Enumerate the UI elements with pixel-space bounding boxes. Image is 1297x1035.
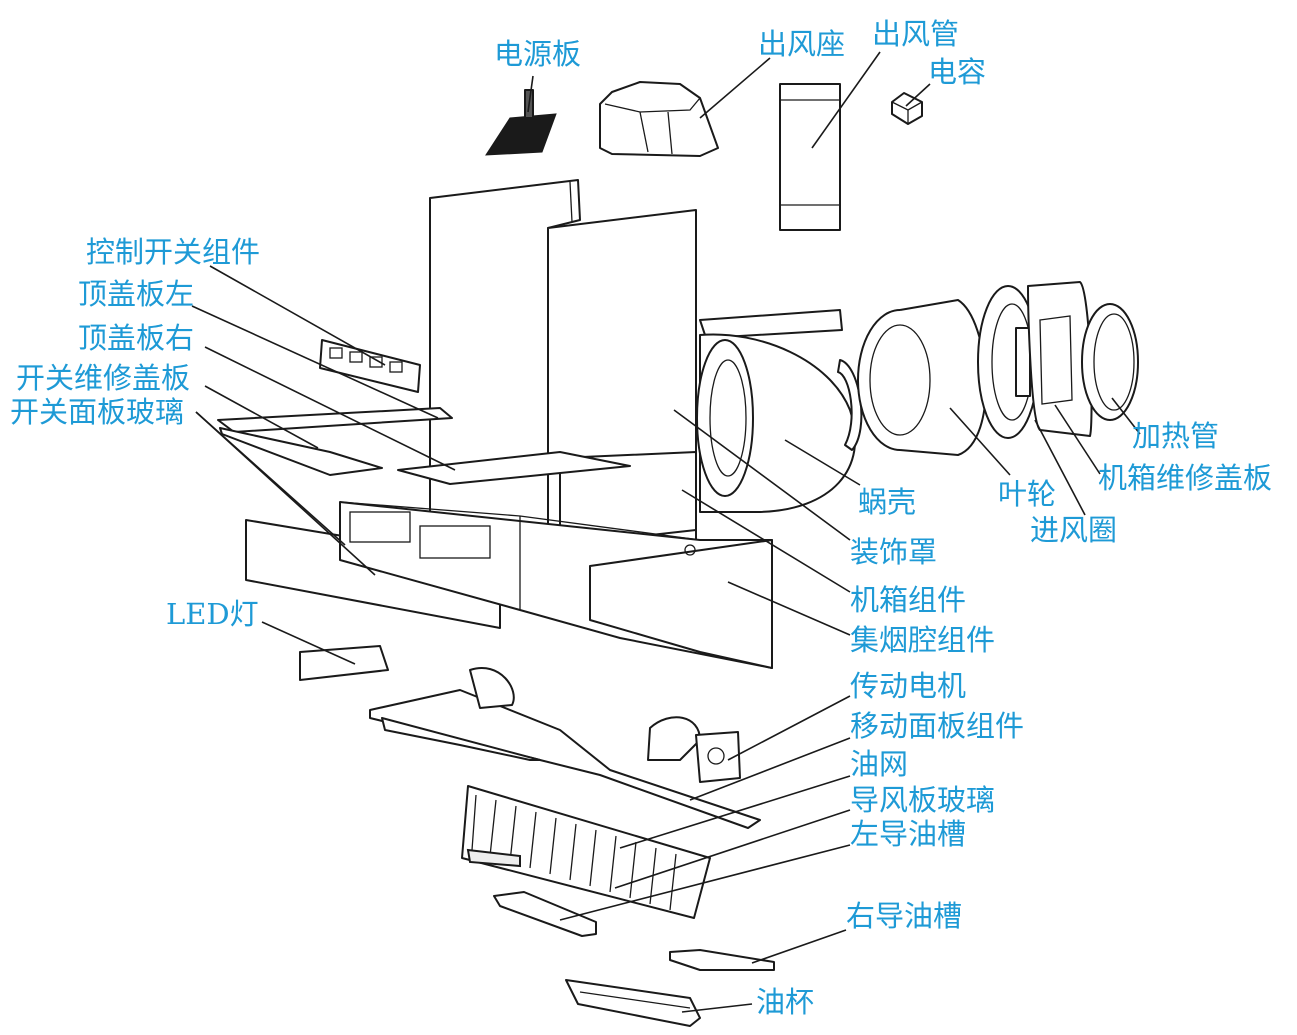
label-power-board: 电源板	[494, 37, 582, 71]
label-heating-tube: 加热管	[1132, 419, 1220, 453]
label-control-switch-assembly: 控制开关组件	[86, 235, 261, 269]
leader-heating-tube	[1111, 397, 1141, 435]
leader-led-light	[261, 621, 356, 665]
label-drive-motor: 传动电机	[850, 669, 967, 703]
leader-decorative-cover	[673, 409, 851, 541]
label-switch-panel-glass: 开关面板玻璃	[10, 395, 185, 429]
cabinet-service-cover-part	[1027, 281, 1093, 437]
label-inlet-ring: 进风圈	[1030, 513, 1118, 547]
leader-deflector-glass	[614, 809, 851, 889]
leader-oil-cup	[681, 1003, 753, 1013]
label-moving-panel-assembly: 移动面板组件	[850, 709, 1025, 743]
led-light-part	[299, 645, 389, 681]
label-volute: 蜗壳	[858, 485, 917, 519]
label-cabinet-assembly: 机箱组件	[850, 583, 967, 617]
leader-capacitor	[905, 83, 931, 107]
power-board-part	[485, 89, 557, 156]
oil-cup-part	[565, 979, 701, 1027]
switch-panel-glass-part	[219, 427, 383, 476]
outlet-pipe-part	[779, 83, 841, 231]
label-smoke-chamber-assembly: 集烟腔组件	[850, 623, 996, 657]
leader-drive-motor	[727, 695, 851, 761]
volute-part	[696, 309, 863, 513]
oil-filter-part	[461, 785, 711, 919]
label-deflector-glass: 导风板玻璃	[850, 783, 996, 817]
leader-inlet-ring	[1034, 419, 1086, 516]
label-top-cover-left: 顶盖板左	[78, 277, 195, 311]
leader-top-cover-right	[204, 346, 456, 471]
impeller-part	[857, 299, 987, 456]
right-oil-channel-part	[669, 949, 775, 971]
leader-moving-panel	[689, 737, 851, 801]
leader-volute	[784, 439, 861, 486]
drive-motor-part	[695, 731, 741, 783]
capacitor-part	[891, 92, 923, 125]
outlet-seat-part	[599, 81, 719, 157]
top-cover-right-part	[397, 451, 631, 485]
label-oil-filter: 油网	[850, 747, 909, 781]
leader-left-oil-channel	[559, 844, 851, 921]
label-impeller: 叶轮	[998, 477, 1057, 511]
leader-switch-service-cover	[204, 385, 319, 449]
leader-control-switch	[209, 265, 386, 366]
label-switch-service-cover: 开关维修盖板	[16, 361, 191, 395]
label-outlet-seat: 出风座	[758, 27, 846, 61]
label-capacitor: 电容	[928, 55, 987, 89]
label-left-oil-channel: 左导油槽	[850, 817, 967, 851]
leader-cabinet-service-cover	[1054, 404, 1101, 475]
leader-smoke-chamber	[727, 581, 851, 636]
label-cabinet-service-cover: 机箱维修盖板	[1098, 461, 1273, 495]
left-oil-channel-part	[493, 891, 597, 937]
label-oil-cup: 油杯	[756, 985, 815, 1019]
leader-oil-filter	[619, 775, 851, 849]
label-outlet-pipe: 出风管	[872, 17, 960, 51]
leader-outlet-seat	[699, 57, 771, 119]
label-decorative-cover: 装饰罩	[850, 535, 938, 569]
leader-outlet-pipe	[811, 51, 881, 149]
control-switch-assembly-part	[319, 339, 421, 393]
label-top-cover-right: 顶盖板右	[78, 321, 195, 355]
leader-power-board	[527, 75, 534, 113]
leader-lines	[191, 51, 1141, 1013]
decorative-cover-part	[547, 209, 697, 561]
moving-panel-assembly-part	[369, 667, 761, 829]
inlet-ring-part	[977, 285, 1039, 439]
heating-tube-part	[1081, 303, 1139, 421]
leader-impeller	[949, 407, 1011, 476]
leader-cabinet-assembly	[681, 489, 851, 593]
leader-top-cover-left	[191, 305, 439, 419]
leader-right-oil-channel	[751, 929, 847, 964]
smoke-chamber-assembly-part	[339, 501, 773, 669]
leader-switch-panel-glass-b	[195, 411, 376, 576]
label-right-oil-channel: 右导油槽	[846, 899, 963, 933]
label-led-light: LED灯	[166, 597, 259, 631]
